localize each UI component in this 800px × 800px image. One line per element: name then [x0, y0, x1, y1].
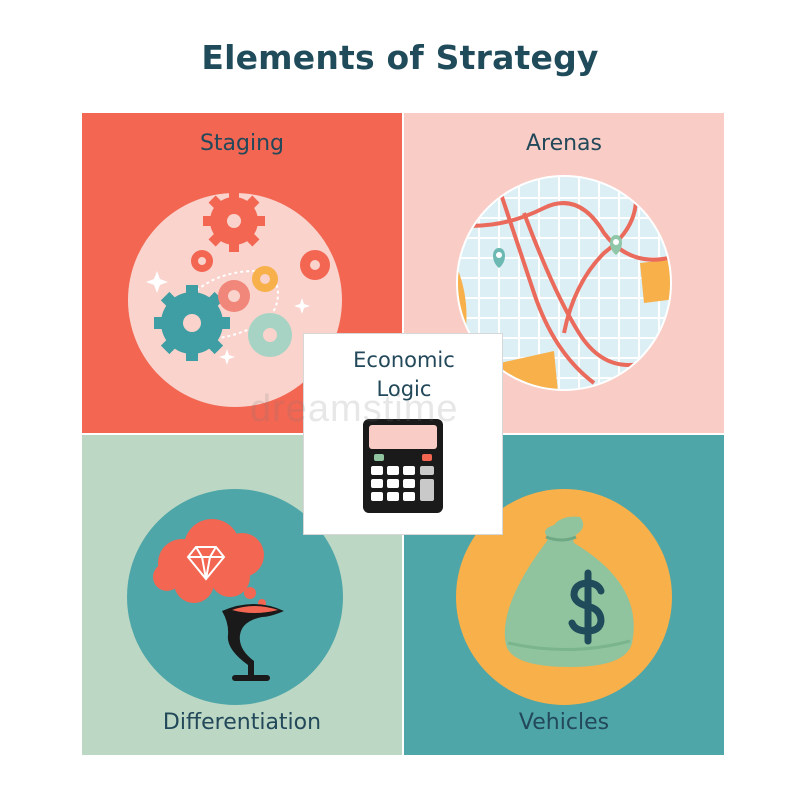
differentiation-label: Differentiation: [162, 710, 322, 735]
page-title: Elements of Strategy: [201, 38, 599, 77]
vehicles-label: Vehicles: [518, 710, 610, 735]
calculator-icon: [363, 419, 443, 513]
economic-logic-label: Economic Logic: [304, 346, 504, 404]
arenas-label: Arenas: [525, 131, 603, 156]
quadrant-arenas: Arenas: [404, 113, 724, 433]
map-icon: [404, 113, 724, 433]
economic-logic-line1: Economic: [353, 348, 455, 372]
gears-icon: [82, 113, 402, 433]
staging-label: Staging: [199, 131, 285, 156]
economic-logic-box: Economic Logic: [303, 333, 503, 535]
economic-logic-line2: Logic: [376, 377, 432, 401]
quadrant-staging: Staging: [82, 113, 402, 433]
